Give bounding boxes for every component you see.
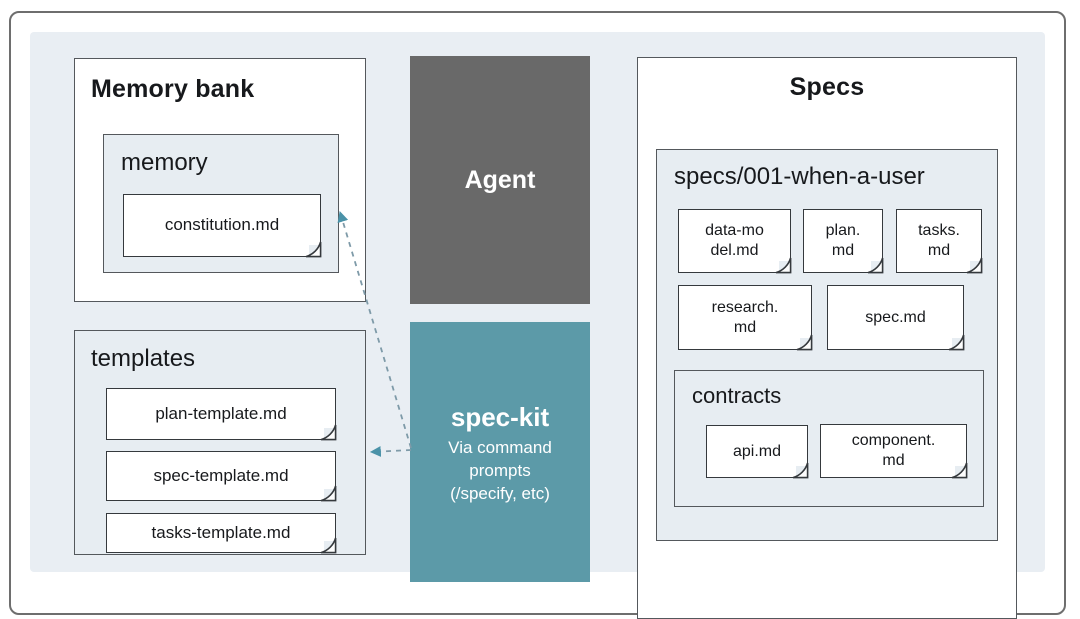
contracts-box: contracts api.md component. md	[674, 370, 984, 507]
feature-folder-label: specs/001-when-a-user	[674, 163, 925, 190]
card-spec-template-md: spec-template.md	[106, 451, 337, 502]
card-api-md: api.md	[706, 425, 809, 479]
agent-box: Agent	[410, 56, 590, 304]
card-research-md: research. md	[678, 285, 813, 351]
card-label: plan-template.md	[155, 403, 287, 423]
folded-corner-icon	[305, 241, 321, 257]
card-label: component. md	[851, 432, 936, 469]
folded-corner-icon	[966, 257, 982, 273]
memory-folder-label: memory	[121, 149, 208, 176]
specs-box: Specs specs/001-when-a-user data-mo del.…	[637, 57, 1017, 619]
memory-bank-box: Memory bank memory constitution.md	[74, 58, 366, 302]
card-label: api.md	[732, 442, 782, 460]
feature-folder-box: specs/001-when-a-user data-mo del.md pla…	[656, 149, 998, 541]
spec-kit-box: spec-kit Via command prompts (/specify, …	[410, 322, 590, 582]
folded-corner-icon	[951, 462, 967, 478]
folded-corner-icon	[775, 257, 791, 273]
card-tasks-template-md: tasks-template.md	[106, 513, 337, 554]
memory-bank-title: Memory bank	[91, 75, 255, 103]
folded-corner-icon	[796, 334, 812, 350]
card-constitution-md: constitution.md	[123, 194, 322, 258]
card-component-md: component. md	[820, 424, 968, 479]
card-label: constitution.md	[164, 215, 280, 235]
contracts-label: contracts	[692, 383, 782, 408]
card-spec-md: spec.md	[827, 285, 965, 351]
templates-box: templates plan-template.md spec-template…	[74, 330, 366, 555]
folded-corner-icon	[867, 257, 883, 273]
folded-corner-icon	[320, 424, 336, 440]
card-label: plan. md	[825, 222, 861, 259]
card-label: spec.md	[865, 308, 926, 326]
card-data-model-md: data-mo del.md	[678, 209, 792, 274]
specs-title: Specs	[789, 73, 865, 101]
folded-corner-icon	[320, 485, 336, 501]
spec-kit-subtitle: Via command prompts (/specify, etc)	[448, 438, 552, 503]
card-tasks-md: tasks. md	[896, 209, 983, 274]
folded-corner-icon	[948, 334, 964, 350]
spec-kit-title: spec-kit	[450, 402, 550, 432]
agent-label: Agent	[464, 165, 536, 194]
memory-folder-box: memory constitution.md	[103, 134, 339, 273]
card-label: tasks-template.md	[151, 522, 291, 542]
card-label: spec-template.md	[153, 465, 289, 485]
folded-corner-icon	[320, 537, 336, 553]
card-plan-md: plan. md	[803, 209, 884, 274]
card-plan-template-md: plan-template.md	[106, 388, 337, 441]
card-label: research. md	[711, 298, 779, 336]
card-label: data-mo del.md	[705, 222, 764, 259]
templates-label: templates	[91, 345, 196, 372]
card-label: tasks. md	[918, 222, 960, 259]
folded-corner-icon	[792, 462, 808, 478]
